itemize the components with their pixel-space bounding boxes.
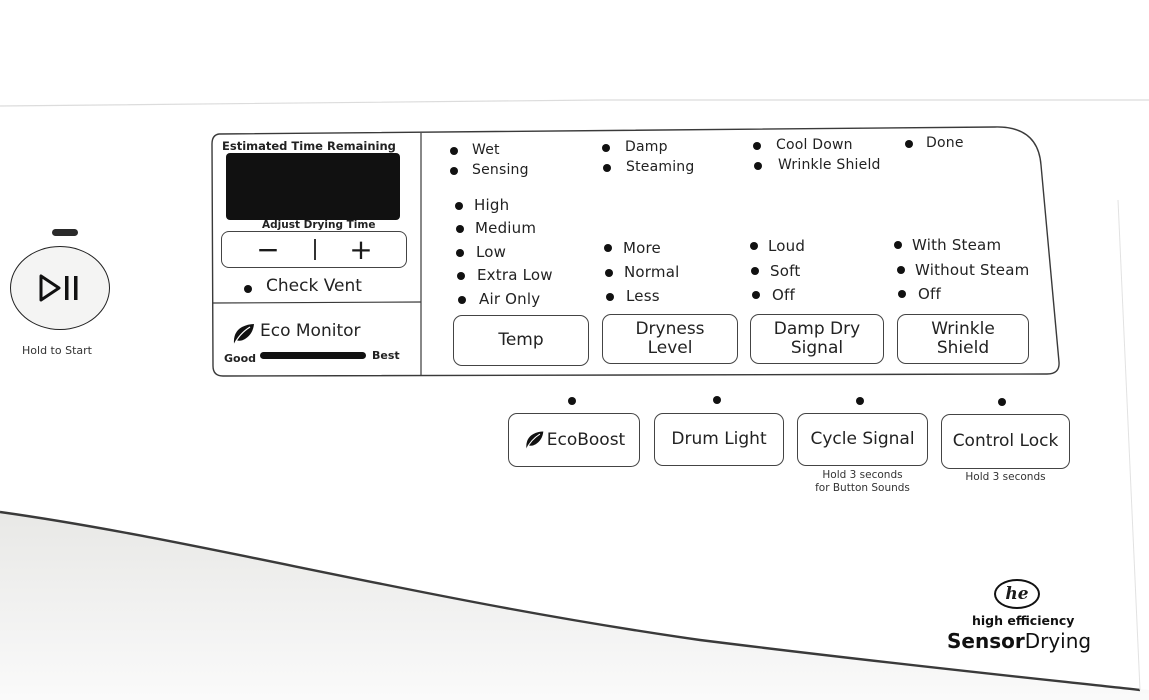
- wrinkle-dot: [898, 290, 906, 298]
- damp-signal-button-line2: Signal: [790, 338, 844, 358]
- temp-dot: [458, 296, 466, 304]
- status-dot: [450, 167, 458, 175]
- dryness-level-button[interactable]: Dryness Level: [602, 314, 738, 364]
- ecoboost-button[interactable]: EcoBoost: [508, 413, 640, 467]
- sensor-word: Sensor: [947, 629, 1025, 653]
- minus-icon: −: [256, 233, 280, 266]
- he-logo-text: he: [1005, 583, 1029, 604]
- temp-air-only: Air Only: [479, 290, 541, 308]
- status-done: Done: [926, 135, 964, 151]
- time-display-screen: [226, 153, 400, 220]
- estimated-time-title: Estimated Time Remaining: [222, 139, 396, 153]
- temp-dot: [457, 272, 465, 280]
- temp-extra-low: Extra Low: [477, 266, 553, 284]
- eco-monitor-bar: [260, 352, 366, 359]
- cycle-signal-label: Cycle Signal: [810, 429, 915, 449]
- drum-light-indicator: [713, 396, 721, 404]
- dryness-normal: Normal: [624, 263, 680, 281]
- hold-to-start-label: Hold to Start: [22, 344, 92, 357]
- control-lock-indicator: [998, 398, 1006, 406]
- dryness-dot: [606, 293, 614, 301]
- ecoboost-label: EcoBoost: [546, 429, 626, 450]
- damp-signal-off: Off: [772, 286, 795, 304]
- status-sensing: Sensing: [472, 162, 529, 178]
- adjust-time-rocker: − +: [221, 231, 407, 268]
- wrinkle-dot: [897, 266, 905, 274]
- control-lock-hint: Hold 3 seconds: [965, 471, 1046, 483]
- damp-signal-button-line1: Damp Dry: [773, 319, 861, 339]
- eco-good-label: Good: [224, 352, 257, 365]
- status-dot: [905, 140, 913, 148]
- ecoboost-indicator: [568, 397, 576, 405]
- cycle-signal-hint-2: for Button Sounds: [815, 482, 910, 494]
- control-lock-label: Control Lock: [952, 431, 1059, 451]
- high-efficiency-label: high efficiency: [972, 613, 1075, 628]
- increase-time-button[interactable]: +: [315, 232, 407, 267]
- wrinkle-off: Off: [918, 285, 941, 303]
- leaf-icon: [525, 431, 544, 450]
- start-pause-button[interactable]: [10, 246, 110, 330]
- wrinkle-dot: [894, 241, 902, 249]
- damp-signal-dot: [751, 267, 759, 275]
- temp-button[interactable]: Temp: [453, 315, 589, 366]
- dryness-button-line1: Dryness: [635, 319, 705, 339]
- temp-medium: Medium: [475, 219, 537, 237]
- status-steaming: Steaming: [626, 159, 695, 175]
- temp-dot: [455, 202, 463, 210]
- dryness-button-line2: Level: [647, 338, 693, 358]
- status-wet: Wet: [472, 142, 500, 158]
- plus-icon: +: [349, 233, 373, 266]
- temp-low: Low: [476, 243, 507, 261]
- status-damp: Damp: [625, 139, 668, 155]
- check-vent-indicator: [244, 285, 252, 293]
- dryness-more: More: [623, 239, 661, 257]
- status-dot: [603, 164, 611, 172]
- eco-monitor-label: Eco Monitor: [260, 321, 361, 341]
- status-dot: [753, 142, 761, 150]
- drum-light-button[interactable]: Drum Light: [654, 413, 784, 466]
- temp-high: High: [474, 196, 510, 214]
- status-dot: [602, 144, 610, 152]
- status-wrinkle-shield: Wrinkle Shield: [778, 157, 881, 173]
- status-dot: [754, 162, 762, 170]
- drum-light-label: Drum Light: [671, 429, 767, 449]
- control-lock-button[interactable]: Control Lock: [941, 414, 1070, 469]
- temp-dot: [456, 225, 464, 233]
- wrinkle-button-line2: Shield: [936, 338, 990, 358]
- control-panel-outline: [211, 126, 1060, 377]
- status-dot: [450, 147, 458, 155]
- wrinkle-shield-button[interactable]: Wrinkle Shield: [897, 314, 1029, 364]
- damp-signal-dot: [750, 242, 758, 250]
- wrinkle-with-steam: With Steam: [912, 236, 1002, 254]
- temp-dot: [456, 249, 464, 257]
- dryness-dot: [605, 269, 613, 277]
- eco-best-label: Best: [372, 349, 400, 362]
- damp-signal-dot: [752, 291, 760, 299]
- decrease-time-button[interactable]: −: [222, 232, 314, 267]
- cycle-signal-hint-1: Hold 3 seconds: [822, 469, 903, 481]
- dryness-dot: [604, 244, 612, 252]
- temp-button-label: Temp: [498, 330, 544, 350]
- he-logo: he: [994, 579, 1040, 609]
- wrinkle-without-steam: Without Steam: [915, 261, 1030, 279]
- cycle-signal-indicator: [856, 397, 864, 405]
- drying-word: Drying: [1024, 629, 1092, 653]
- damp-signal-soft: Soft: [770, 262, 801, 280]
- check-vent-label: Check Vent: [266, 276, 362, 296]
- play-pause-icon: [39, 274, 78, 302]
- status-cool-down: Cool Down: [776, 137, 853, 153]
- damp-dry-signal-button[interactable]: Damp Dry Signal: [750, 314, 884, 364]
- adjust-drying-time-label: Adjust Drying Time: [262, 219, 376, 231]
- cycle-signal-button[interactable]: Cycle Signal: [797, 413, 928, 466]
- dryness-less: Less: [626, 287, 660, 305]
- damp-signal-loud: Loud: [768, 237, 806, 255]
- leaf-icon: [233, 324, 254, 346]
- start-indicator-light: [52, 229, 78, 236]
- wrinkle-button-line1: Wrinkle: [931, 319, 995, 339]
- rocker-divider: [314, 239, 316, 260]
- sensor-drying-label: SensorDrying: [947, 629, 1091, 653]
